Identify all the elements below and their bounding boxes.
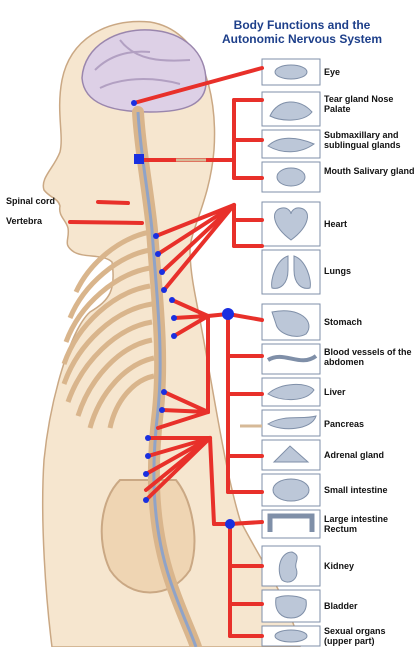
node — [155, 251, 161, 257]
node — [159, 407, 165, 413]
organ-label-salivary-glands: Submaxillary and sublingual glands — [324, 130, 415, 150]
organ-box-liver — [262, 378, 320, 406]
organ-box-stomach — [262, 304, 320, 340]
organ-box-eye — [262, 59, 320, 85]
sexual-organs-icon — [275, 630, 307, 642]
organ-box-salivary-gland — [262, 130, 320, 158]
organ-box-bladder — [262, 590, 320, 622]
organ-label-large-intestine: Large intestine Rectum — [324, 514, 415, 534]
node — [143, 471, 149, 477]
organ-label-liver: Liver — [324, 387, 415, 397]
organ-label-small-intestine: Small intestine — [324, 485, 415, 495]
organ-label-mouth: Mouth Salivary gland — [324, 166, 415, 176]
node — [159, 269, 165, 275]
organ-box-adrenal-gland — [262, 440, 320, 470]
organ-box-mouth — [262, 162, 320, 192]
ganglion — [225, 519, 235, 529]
organ-box-heart — [262, 202, 320, 246]
organ-label-kidney: Kidney — [324, 561, 415, 571]
organ-box-small-intestine — [262, 474, 320, 506]
organ-box-large-intestine — [262, 510, 320, 538]
organ-box-kidney — [262, 546, 320, 586]
organ-label-adrenal-gland: Adrenal gland — [324, 450, 415, 460]
organ-label-lungs: Lungs — [324, 266, 415, 276]
small-intestine-icon — [273, 479, 309, 501]
node — [145, 453, 151, 459]
organ-box-lungs — [262, 250, 320, 294]
eye-icon — [275, 65, 307, 79]
organ-label-blood-vessels: Blood vessels of the abdomen — [324, 347, 415, 367]
label-spinal-cord: Spinal cord — [6, 196, 55, 206]
organ-box-tear-gland — [262, 92, 320, 126]
title-line-2: Autonomic Nervous System — [196, 32, 408, 46]
organ-label-stomach: Stomach — [324, 317, 415, 327]
organ-label-bladder: Bladder — [324, 601, 415, 611]
organ-label-heart: Heart — [324, 219, 415, 229]
organ-label-pancreas: Pancreas — [324, 419, 415, 429]
title-line-1: Body Functions and the — [196, 18, 408, 32]
node — [145, 435, 151, 441]
node — [131, 100, 137, 106]
ganglion — [222, 308, 234, 320]
node — [169, 297, 175, 303]
node — [161, 389, 167, 395]
label-vertebra: Vertebra — [6, 216, 42, 226]
node — [143, 497, 149, 503]
node — [134, 154, 144, 164]
node — [161, 287, 167, 293]
bladder-icon — [276, 596, 307, 618]
organ-label-tear-gland: Tear gland Nose Palate — [324, 94, 415, 114]
organ-label-eye: Eye — [324, 67, 415, 77]
organ-label-sexual-organs: Sexual organs (upper part) — [324, 626, 415, 646]
node — [171, 315, 177, 321]
mouth-icon — [277, 168, 305, 186]
node — [171, 333, 177, 339]
organ-box-pancreas — [262, 410, 320, 436]
node — [153, 233, 159, 239]
organ-box-sexual-organs — [262, 626, 320, 646]
organ-box-blood-vessels — [262, 344, 320, 374]
diagram-title: Body Functions and the Autonomic Nervous… — [196, 18, 408, 46]
